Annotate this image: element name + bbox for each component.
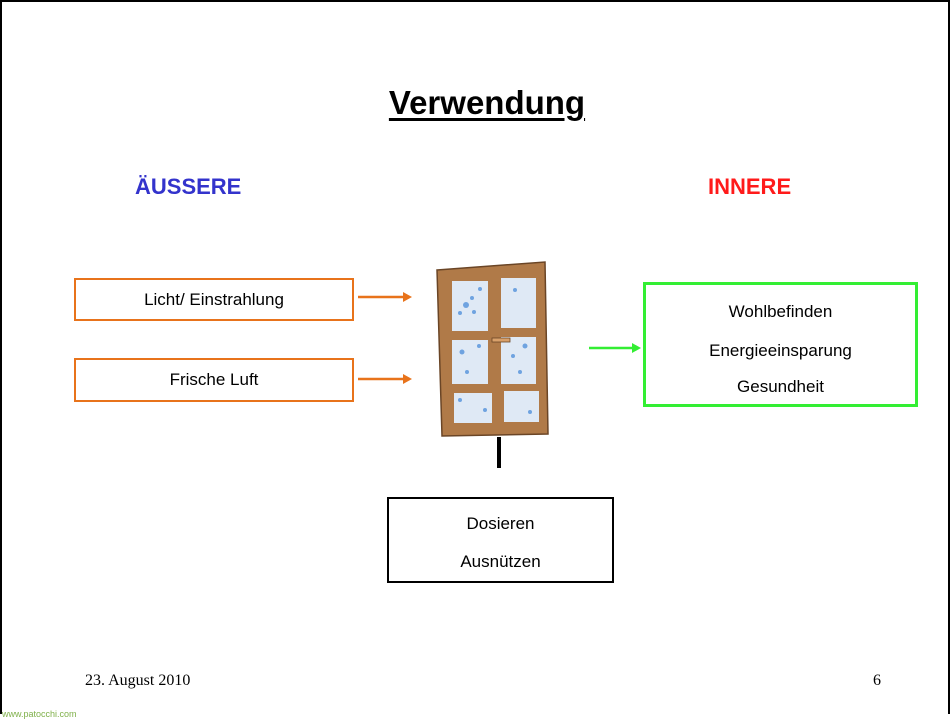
outer-item-light-label: Licht/ Einstrahlung (144, 289, 284, 309)
outer-heading: ÄUSSERE (135, 174, 242, 199)
inner-item-wellbeing: Wohlbefinden (728, 302, 833, 321)
watermark: www.patocchi.com (2, 709, 77, 719)
inner-heading: INNERE (708, 174, 792, 199)
window-icon (436, 261, 549, 437)
inner-effects-box: Wohlbefinden Energieeinsparung Gesundhei… (643, 282, 918, 407)
control-item-dose: Dosieren (466, 514, 535, 533)
arrow-right-icon (358, 292, 412, 302)
slide-title: Verwendung (388, 84, 586, 121)
control-box: Dosieren Ausnützen (387, 497, 614, 583)
outer-item-light: Licht/ Einstrahlung (74, 278, 354, 321)
page-number: 6 (873, 672, 881, 689)
inner-item-health: Gesundheit (737, 377, 824, 396)
control-item-utilize: Ausnützen (460, 552, 541, 571)
footer-date: 23. August 2010 (85, 672, 191, 689)
outer-item-fresh-air-label: Frische Luft (169, 370, 259, 389)
inner-item-energy-saving: Energieeinsparung (709, 341, 852, 360)
outer-item-fresh-air: Frische Luft (74, 358, 354, 402)
arrow-right-icon (589, 343, 641, 353)
arrow-right-icon (358, 374, 412, 384)
